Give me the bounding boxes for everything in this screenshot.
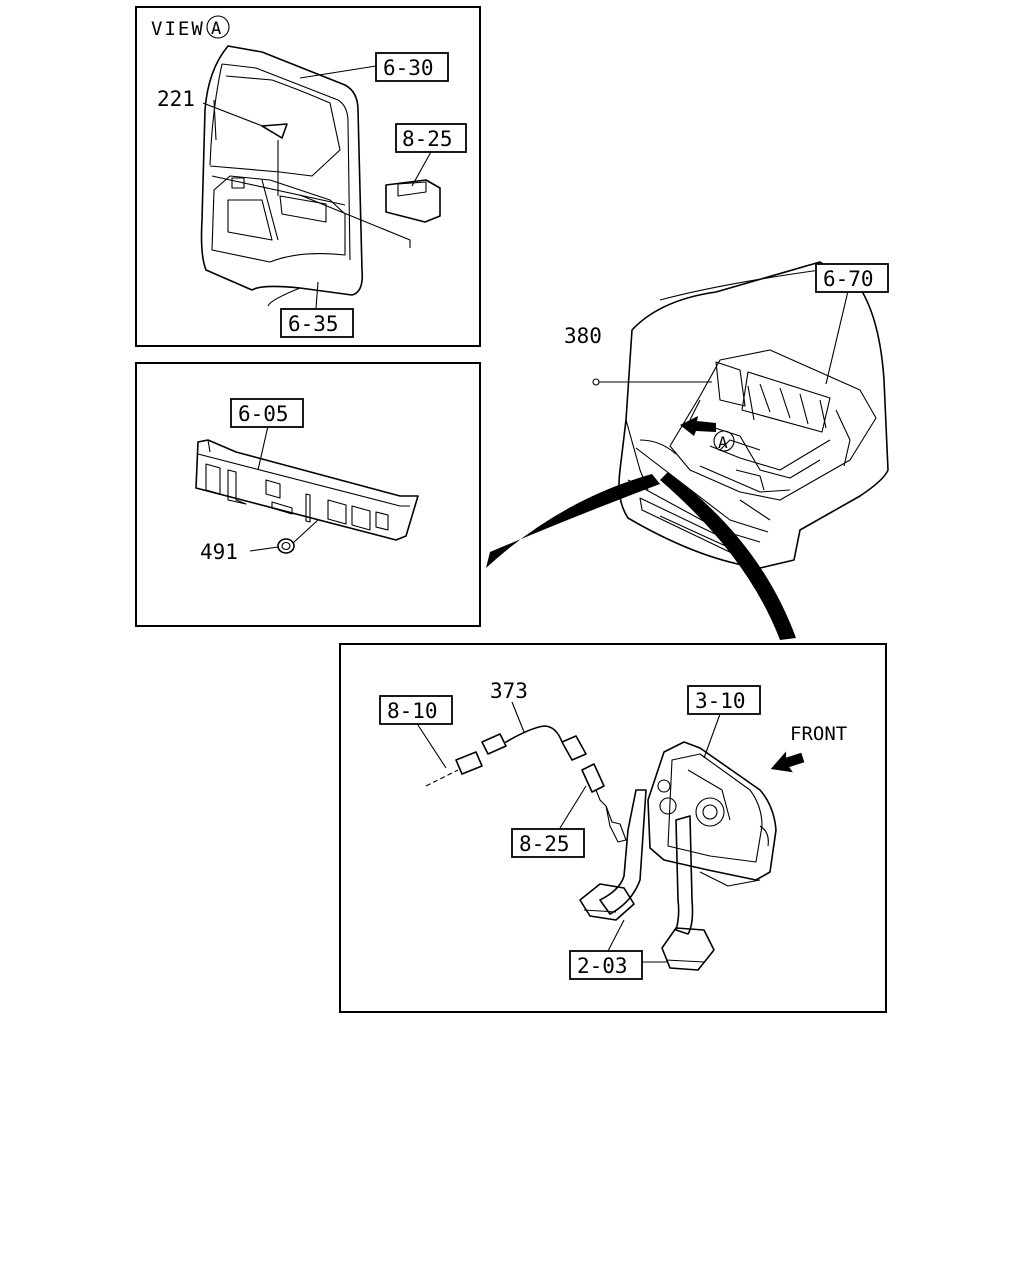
front-label: FRONT [790, 723, 847, 745]
ref-box-8-25-bottom [511, 828, 585, 858]
leader-6-35 [315, 281, 319, 309]
ref-box-6-70 [815, 263, 889, 293]
ref-8-10: 8-10 [387, 699, 438, 723]
leader-373 [511, 701, 525, 733]
ref-6-70: 6-70 [823, 267, 874, 291]
pedal-frame [339, 643, 887, 1013]
leader-6-05 [257, 425, 269, 471]
callout-swoosh-left [486, 474, 660, 568]
ref-8-25-bottom: 8-25 [519, 832, 570, 856]
view-marker-circle [206, 15, 230, 39]
leader-491-panel [292, 519, 319, 544]
view-a-direction-arrow [680, 416, 716, 436]
view-marker-letter: A [211, 19, 221, 39]
ref-6-30: 6-30 [383, 56, 434, 80]
leader-2-03-a [607, 919, 625, 952]
leader-8-25-top [411, 149, 433, 187]
ref-box-2-03 [569, 950, 643, 980]
ref-8-25-top: 8-25 [402, 127, 453, 151]
ref-2-03: 2-03 [577, 954, 628, 978]
window-switch-drawing [385, 179, 441, 223]
harness-drawing [425, 725, 627, 843]
grommet-491-hole [281, 541, 291, 551]
front-arrow-icon [770, 751, 805, 773]
ref-6-05: 6-05 [238, 402, 289, 426]
leader-8-10 [415, 721, 447, 769]
cab-drawing: A 380 6-70 [564, 261, 889, 569]
ref-6-35: 6-35 [288, 312, 339, 336]
ref-box-3-10 [687, 685, 761, 715]
ref-3-10: 3-10 [695, 689, 746, 713]
leader-6-70 [825, 290, 849, 385]
leader-6-30 [299, 65, 377, 79]
ref-box-6-35 [280, 308, 354, 338]
leader-221 [202, 102, 266, 128]
ref-box-8-10 [379, 695, 453, 725]
view-a-frame [135, 6, 481, 347]
view-title: VIEW [151, 18, 205, 40]
cab-marker-letter: A [718, 433, 728, 452]
ref-491: 491 [200, 540, 238, 564]
callout-swoosh-right [660, 472, 796, 640]
ref-380: 380 [564, 324, 602, 348]
leader-3-10 [703, 713, 721, 759]
dash-frame [135, 362, 481, 627]
pedal-panel: FRONT 8-10 373 3-10 8-25 2-03 [339, 643, 887, 1013]
leader-491 [249, 546, 279, 552]
door-drawing [200, 45, 364, 307]
leader-switch-door [299, 194, 411, 248]
ref-221: 221 [157, 87, 195, 111]
grommet-491-shape [277, 538, 295, 554]
dash-panel: 491 6-05 [135, 362, 481, 627]
dash-crossmember-drawing [195, 439, 419, 541]
ref-box-8-25-top [395, 123, 467, 153]
view-a-panel: VIEW A 221 [135, 6, 481, 347]
bolt-221-shape [261, 123, 288, 139]
leader-8-25-bottom [559, 785, 587, 829]
pedal-assembly-drawing [579, 741, 777, 971]
ref-373: 373 [490, 679, 528, 703]
ref-box-6-05 [230, 398, 304, 428]
clip-380-shape [592, 378, 600, 386]
ref-box-6-30 [375, 52, 449, 82]
cab-marker-circle [713, 430, 735, 452]
